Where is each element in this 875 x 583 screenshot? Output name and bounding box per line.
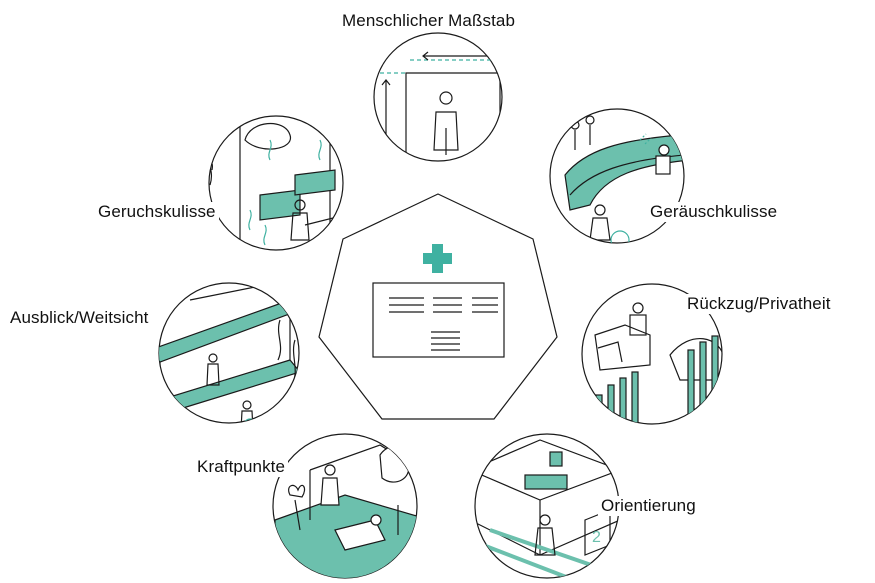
svg-text:2: 2 bbox=[592, 529, 601, 546]
label-rueckzug-privatheit: Rückzug/Privatheit bbox=[684, 294, 834, 314]
label-geruchskulisse: Geruchskulisse bbox=[95, 202, 219, 222]
human-scale-icon bbox=[373, 32, 503, 162]
hospital-cross-icon bbox=[423, 244, 452, 273]
label-ausblick-weitsicht: Ausblick/Weitsicht bbox=[7, 308, 152, 328]
hospital-building-icon bbox=[372, 282, 505, 358]
scent-backdrop-icon bbox=[208, 115, 344, 251]
label-kraftpunkte: Kraftpunkte bbox=[194, 457, 289, 477]
outlook-view-icon bbox=[158, 282, 300, 424]
power-spots-icon bbox=[272, 433, 418, 579]
label-geraeuschkulisse: Geräuschkulisse bbox=[647, 202, 781, 222]
center-heptagon bbox=[318, 193, 558, 420]
label-menschlicher-massstab: Menschlicher Maßstab bbox=[342, 11, 516, 30]
sound-backdrop-icon bbox=[549, 108, 685, 244]
label-orientierung: Orientierung bbox=[598, 496, 699, 516]
